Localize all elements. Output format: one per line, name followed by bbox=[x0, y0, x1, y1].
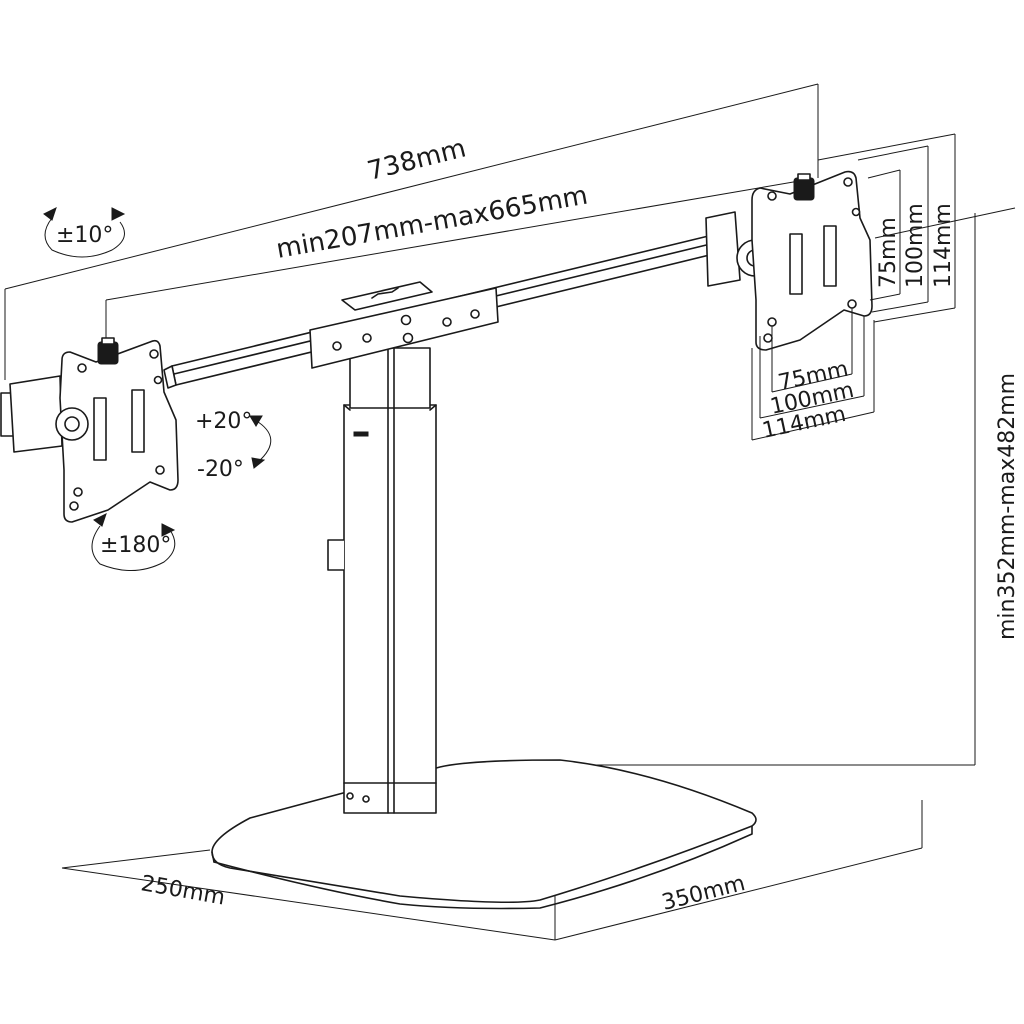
base-dimensions bbox=[61, 800, 923, 941]
vesa-height-114-label: 114mm bbox=[931, 203, 956, 288]
vesa-plate-right bbox=[705, 170, 873, 351]
centre-clamp bbox=[309, 281, 499, 369]
vesa-width-brackets bbox=[751, 308, 875, 441]
vesa-height-100-label: 100mm bbox=[903, 203, 928, 288]
height-dimension bbox=[555, 207, 1016, 766]
tilt-left-indicator bbox=[43, 207, 126, 258]
vesa-plate-left bbox=[0, 337, 179, 523]
base-depth-label: 250mm bbox=[139, 871, 227, 910]
tilt-down-label: -20° bbox=[197, 457, 244, 482]
height-range-label: min352mm-max482mm bbox=[995, 373, 1020, 640]
rotate-label: ±180° bbox=[100, 533, 171, 558]
tilt-left-label: ±10° bbox=[56, 223, 113, 248]
vesa-height-brackets bbox=[817, 133, 956, 323]
tilt-updown-indicator bbox=[249, 415, 272, 469]
tilt-up-label: +20° bbox=[195, 409, 252, 434]
arm-span-dimension bbox=[105, 179, 806, 340]
arm-span-label: min207mm-max665mm bbox=[274, 181, 590, 265]
vertical-column bbox=[327, 347, 437, 814]
base-width-label: 350mm bbox=[659, 871, 747, 916]
overall-width-label: 738mm bbox=[364, 133, 469, 186]
vesa-height-75-label: 75mm bbox=[876, 217, 901, 288]
base-plate bbox=[211, 759, 757, 910]
rotate-indicator bbox=[91, 513, 176, 572]
overall-width-dimension bbox=[4, 83, 819, 380]
